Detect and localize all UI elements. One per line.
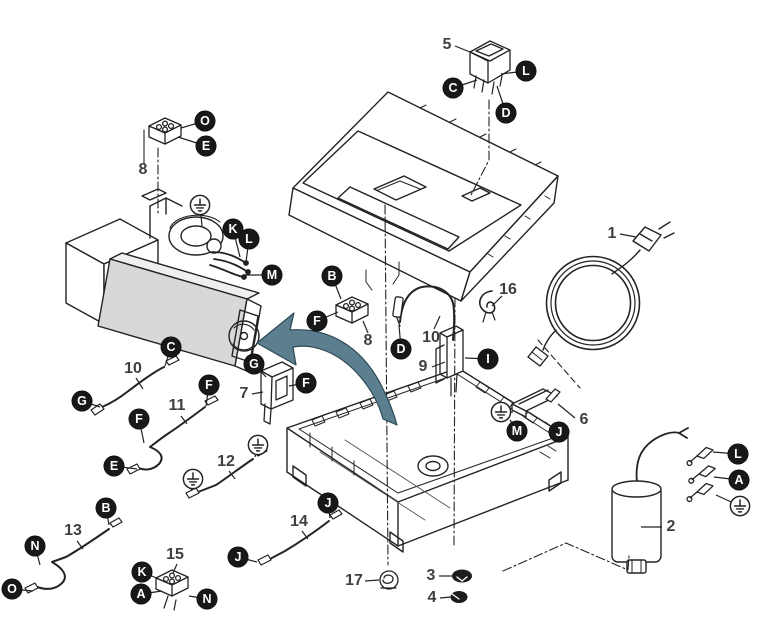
leader-line bbox=[619, 233, 637, 238]
callout-j-badge: J bbox=[318, 493, 338, 513]
callout-c-badge: C bbox=[443, 78, 463, 98]
callout-m-badge: M bbox=[507, 421, 527, 441]
callout-m-badge: M bbox=[262, 265, 282, 285]
callout-i-badge: I bbox=[478, 349, 498, 369]
grommet-4-illustration bbox=[450, 591, 468, 603]
callout-g-badge: G bbox=[244, 354, 264, 374]
callout-e-badge: E bbox=[104, 456, 124, 476]
callout-k-badge: K bbox=[132, 562, 152, 582]
callout-e-badge: E bbox=[196, 136, 216, 156]
part-number-15-label: 15 bbox=[166, 546, 184, 563]
hook-16-illustration bbox=[479, 290, 496, 323]
leader-line bbox=[172, 563, 178, 574]
callout-j-badge: J bbox=[549, 422, 569, 442]
callout-j-badge: J bbox=[228, 547, 248, 567]
spade-terminals-illustration bbox=[686, 446, 716, 503]
callout-l-badge: L bbox=[516, 61, 536, 81]
leader-line bbox=[135, 377, 144, 390]
clip-17-illustration bbox=[379, 570, 399, 590]
capacitor-illustration bbox=[611, 427, 689, 574]
part-number-9-label: 9 bbox=[418, 358, 428, 375]
callout-b-badge: B bbox=[96, 498, 116, 518]
callout-g-badge: G bbox=[72, 391, 92, 411]
leader-line bbox=[228, 470, 236, 480]
part-number-8-label: 8 bbox=[138, 161, 148, 178]
callout-c-badge: C bbox=[161, 337, 181, 357]
callout-d-badge: D bbox=[391, 339, 411, 359]
part-number-11-label: 11 bbox=[168, 397, 186, 414]
part-number-16-label: 16 bbox=[499, 281, 517, 298]
leader-line bbox=[364, 579, 380, 582]
callout-n-badge: N bbox=[25, 536, 45, 556]
leader-line bbox=[180, 415, 188, 425]
direction-arrow bbox=[256, 312, 398, 426]
part-number-10-label: 10 bbox=[124, 360, 142, 377]
part-number-10-label: 10 bbox=[422, 329, 440, 346]
part-number-8-label: 8 bbox=[363, 332, 373, 349]
leader-line bbox=[76, 540, 84, 550]
callout-f-badge: F bbox=[129, 409, 149, 429]
foot-3-illustration bbox=[452, 569, 472, 583]
motor-unit-illustration bbox=[65, 129, 262, 373]
leader-line bbox=[557, 403, 576, 419]
part-number-6-label: 6 bbox=[579, 411, 589, 428]
callout-l-badge: L bbox=[239, 229, 259, 249]
switch-15-illustration bbox=[155, 569, 189, 611]
part-number-2-label: 2 bbox=[666, 518, 676, 535]
switch-5-illustration bbox=[469, 40, 511, 95]
earth-ground-icon bbox=[490, 401, 512, 423]
leader-line bbox=[433, 315, 441, 330]
part-number-1-label: 1 bbox=[607, 225, 617, 242]
callout-b-badge: B bbox=[322, 266, 342, 286]
holder-7-illustration bbox=[260, 361, 294, 425]
leader-line bbox=[439, 596, 452, 599]
leader-line bbox=[491, 295, 503, 307]
part-number-7-label: 7 bbox=[239, 385, 249, 402]
earth-ground-icon bbox=[189, 194, 211, 216]
clip-6-illustration bbox=[511, 388, 561, 418]
callout-f-badge: F bbox=[296, 373, 316, 393]
part-number-14-label: 14 bbox=[290, 513, 308, 530]
callout-a-badge: A bbox=[131, 584, 151, 604]
leader-line bbox=[251, 391, 264, 395]
part-number-5-label: 5 bbox=[442, 36, 452, 53]
callout-f-badge: F bbox=[307, 311, 327, 331]
callout-l-badge: L bbox=[728, 444, 748, 464]
part-number-12-label: 12 bbox=[217, 453, 235, 470]
part-number-13-label: 13 bbox=[64, 522, 82, 539]
leader-line bbox=[362, 320, 369, 334]
earth-ground-icon bbox=[729, 495, 751, 517]
callout-n-badge: N bbox=[197, 589, 217, 609]
part-number-3-label: 3 bbox=[426, 567, 436, 584]
power-cord-illustration bbox=[527, 221, 675, 367]
part-number-4-label: 4 bbox=[427, 589, 437, 606]
callout-a-badge: A bbox=[729, 470, 749, 490]
part-number-17-label: 17 bbox=[345, 572, 363, 589]
leader-line bbox=[301, 530, 309, 540]
earth-ground-icon bbox=[182, 468, 204, 490]
callout-d-badge: D bbox=[496, 103, 516, 123]
leader-line bbox=[431, 361, 446, 368]
center-lines bbox=[157, 99, 630, 572]
callout-f-badge: F bbox=[199, 375, 219, 395]
leader-line bbox=[454, 45, 471, 53]
top-cover-illustration bbox=[288, 91, 559, 302]
callout-o-badge: O bbox=[2, 579, 22, 599]
callout-k-badge: K bbox=[223, 219, 243, 239]
callout-o-badge: O bbox=[195, 111, 215, 131]
earth-ground-icon bbox=[247, 434, 269, 456]
